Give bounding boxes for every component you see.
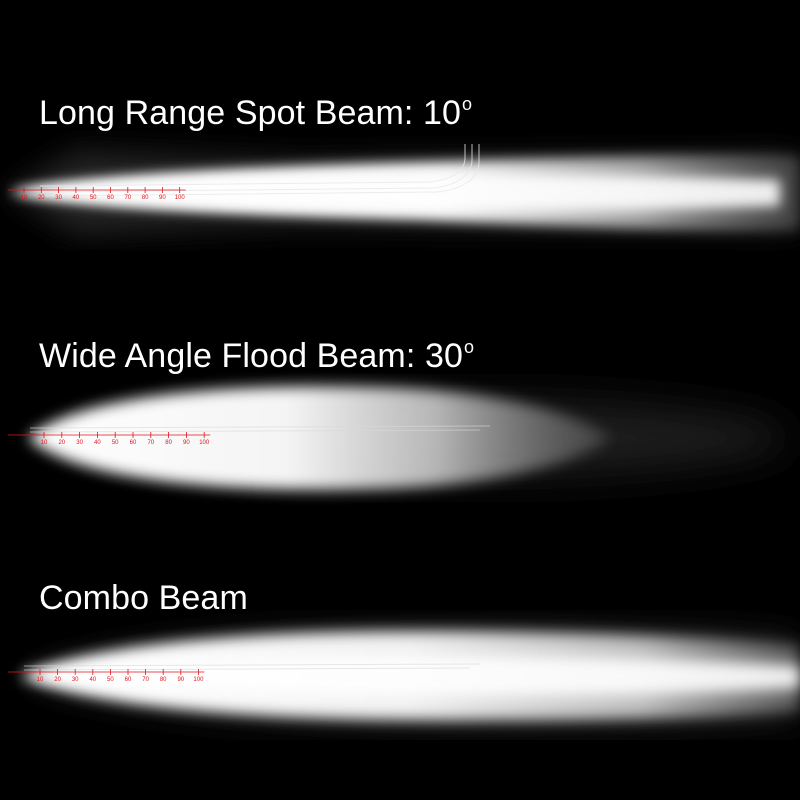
scale-tick-label: 20 [58,440,65,446]
scale-tick-label: 40 [94,440,101,446]
scale-tick-label: 100 [193,677,204,683]
scale-tick-label: 90 [177,677,184,683]
scale-tick-label: 30 [76,440,83,446]
flood-beam-title: Wide Angle Flood Beam: 30o [39,327,474,376]
scale-tick-label: 60 [130,440,137,446]
scale-tick-label: 70 [142,677,149,683]
scale-tick-label: 70 [124,195,131,201]
spot-beam-title: Long Range Spot Beam: 10o [39,84,472,133]
scale-tick-label: 100 [199,440,210,446]
scale-tick-label: 90 [183,440,190,446]
spot-beam-degree-mark: o [462,94,473,114]
combo-beam-graphic: 10 20 30 40 50 60 70 80 90 100 [8,626,800,728]
scale-tick-label: 90 [159,195,166,201]
scale-tick-label: 70 [147,440,154,446]
flood-beam-title-text: Wide Angle Flood Beam: 30 [39,337,463,375]
spot-beam-title-text: Long Range Spot Beam: 10 [39,94,462,132]
scale-tick-label: 10 [41,440,48,446]
spot-distance-scale: 10 20 30 40 50 60 70 80 90 100 [8,187,186,201]
scale-tick-label: 10 [37,677,44,683]
scale-tick-label: 100 [175,195,186,201]
scale-tick-label: 10 [21,195,28,201]
scale-tick-label: 50 [112,440,119,446]
scale-tick-label: 30 [55,195,62,201]
flood-beam-degree-mark: o [463,337,475,357]
flood-beam-graphic: 10 20 30 40 50 60 70 80 90 100 [8,386,790,490]
combo-distance-scale: 10 20 30 40 50 60 70 80 90 100 [8,669,205,683]
scale-tick-label: 20 [38,195,45,201]
scale-tick-label: 80 [142,195,149,201]
scale-tick-label: 60 [107,195,114,201]
scale-tick-label: 20 [54,677,61,683]
scale-tick-label: 80 [165,440,172,446]
scale-tick-label: 30 [72,677,79,683]
scale-tick-label: 50 [107,677,114,683]
scale-tick-label: 50 [90,195,97,201]
combo-beam-title-text: Combo Beam [39,579,248,617]
scale-tick-label: 80 [160,677,167,683]
flood-distance-scale: 10 20 30 40 50 60 70 80 90 100 [8,432,211,446]
scale-tick-label: 40 [73,195,80,201]
scale-tick-label: 40 [89,677,96,683]
scale-tick-label: 60 [125,677,132,683]
combo-beam-title: Combo Beam [39,569,249,618]
spot-beam-graphic: 10 20 30 40 50 60 70 80 90 100 [8,144,800,235]
